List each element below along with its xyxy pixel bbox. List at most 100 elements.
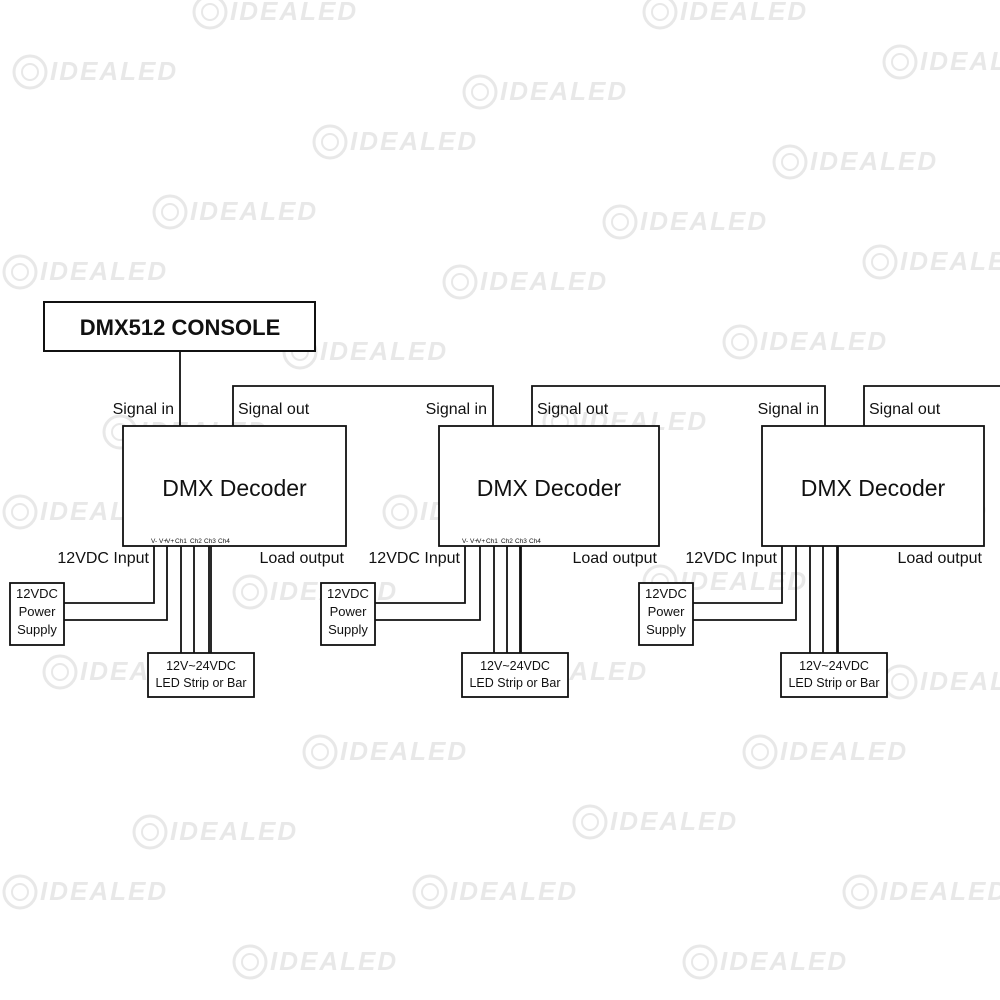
watermark-ring-icon bbox=[781, 153, 799, 171]
power-wire bbox=[375, 546, 481, 621]
watermark-logo: IDEALED bbox=[462, 74, 628, 110]
watermark-ring-icon bbox=[842, 874, 878, 910]
watermark-ring-icon bbox=[871, 253, 889, 271]
watermark-ring-icon bbox=[12, 54, 48, 90]
watermark-text: IDEALED bbox=[880, 876, 1000, 906]
watermark-text: IDEALED bbox=[500, 76, 628, 106]
watermark-ring-icon bbox=[751, 743, 769, 761]
watermark-text: IDEALED bbox=[900, 246, 1000, 276]
power-supply-box bbox=[320, 582, 376, 646]
watermark-ring-icon bbox=[42, 654, 78, 690]
console-box bbox=[43, 301, 316, 352]
watermark-text: IDEALED bbox=[350, 126, 478, 156]
watermark-text: IDEALED bbox=[480, 266, 608, 296]
daisy-chain-wire bbox=[863, 385, 1000, 426]
watermark-ring-icon bbox=[882, 44, 918, 80]
led-strip-label: 12V~24VDC bbox=[166, 659, 236, 673]
led-strip-box bbox=[461, 652, 569, 698]
watermark-ring-icon bbox=[152, 194, 188, 230]
watermark-ring-icon bbox=[241, 583, 259, 601]
watermark-ring-icon bbox=[891, 53, 909, 71]
power-supply-label: Power bbox=[648, 604, 686, 619]
watermark-ring-icon bbox=[742, 734, 778, 770]
led-strip-label: 12V~24VDC bbox=[480, 659, 550, 673]
watermark-ring-icon bbox=[2, 254, 38, 290]
watermark-ring-icon bbox=[691, 953, 709, 971]
watermark-ring-icon bbox=[772, 144, 808, 180]
watermark-text: IDEALED bbox=[50, 56, 178, 86]
power-supply-box bbox=[638, 582, 694, 646]
watermark-ring-icon bbox=[851, 883, 869, 901]
signal-in-label: Signal in bbox=[426, 401, 487, 418]
pin-label: Ch3 bbox=[515, 538, 527, 545]
watermark-logo: IDEALED bbox=[12, 54, 178, 90]
watermark-text: IDEALED bbox=[40, 256, 168, 286]
watermark-ring-icon bbox=[382, 494, 418, 530]
console-node: DMX512 CONSOLE bbox=[43, 301, 316, 352]
led-strip-label: LED Strip or Bar bbox=[469, 676, 560, 690]
watermark-ring-icon bbox=[232, 574, 268, 610]
decoder-box bbox=[438, 425, 660, 547]
watermark-text: IDEALED bbox=[40, 876, 168, 906]
watermark-logo: IDEALED bbox=[642, 0, 808, 30]
watermark-text: IDEALED bbox=[920, 666, 1000, 696]
watermark-ring-icon bbox=[602, 204, 638, 240]
wiring-layer bbox=[64, 351, 1000, 653]
power-supply-label: Supply bbox=[328, 622, 368, 637]
decoder-title: DMX Decoder bbox=[477, 475, 622, 501]
watermark-logo: IDEALED bbox=[412, 874, 576, 910]
watermark-ring-icon bbox=[192, 0, 228, 30]
watermark-text: IDEALED bbox=[640, 206, 768, 236]
watermark-logo: IDEALED bbox=[2, 874, 168, 910]
watermark-ring-icon bbox=[141, 823, 159, 841]
watermark-ring-icon bbox=[321, 133, 339, 151]
watermark-ring-icon bbox=[132, 814, 168, 850]
watermark-logo: IDEALED bbox=[2, 254, 168, 290]
power-supply-label: Supply bbox=[646, 622, 686, 637]
watermark-ring-icon bbox=[642, 0, 678, 30]
watermark-ring-icon bbox=[2, 494, 38, 530]
pin-label: V- bbox=[462, 538, 468, 545]
pin-label: Ch2 bbox=[501, 538, 513, 545]
watermark-ring-icon bbox=[161, 203, 179, 221]
watermark-logo: IDEALED bbox=[842, 874, 1000, 910]
watermark-text: IDEALED bbox=[720, 946, 848, 976]
decoder-title: DMX Decoder bbox=[801, 475, 946, 501]
pin-label: Ch1 bbox=[486, 538, 498, 545]
watermark-ring-icon bbox=[581, 813, 599, 831]
watermark-text: IDEALED bbox=[680, 0, 808, 26]
watermark-ring-icon bbox=[412, 874, 448, 910]
watermark-text: IDEALED bbox=[270, 946, 398, 976]
watermark-ring-icon bbox=[21, 63, 39, 81]
watermark-ring-icon bbox=[391, 503, 409, 521]
watermark-ring-icon bbox=[421, 883, 439, 901]
power-supply-box bbox=[9, 582, 65, 646]
led-strip-label: 12V~24VDC bbox=[799, 659, 869, 673]
power-wire bbox=[375, 546, 466, 604]
watermark-logo: IDEALED bbox=[312, 124, 478, 160]
watermark-text: IDEALED bbox=[610, 806, 738, 836]
watermark-ring-icon bbox=[882, 664, 918, 700]
led-strip-box bbox=[147, 652, 255, 698]
signal-out-label: Signal out bbox=[537, 401, 609, 418]
signal-in-label: Signal in bbox=[113, 401, 174, 418]
power-supply-label: 12VDC bbox=[645, 586, 687, 601]
watermark-ring-icon bbox=[302, 734, 338, 770]
watermark-text: IDEALED bbox=[190, 196, 318, 226]
load-output-label: Load output bbox=[572, 550, 657, 567]
watermark-ring-icon bbox=[462, 74, 498, 110]
pin-label: V+ bbox=[477, 538, 485, 545]
power-wire bbox=[64, 546, 168, 621]
pin-label: Ch3 bbox=[204, 538, 216, 545]
signal-out-label: Signal out bbox=[869, 401, 941, 418]
load-output-label: Load output bbox=[259, 550, 344, 567]
watermark-logo: IDEALED bbox=[572, 804, 738, 840]
led-strip-label: LED Strip or Bar bbox=[788, 676, 879, 690]
load-output-label: Load output bbox=[897, 550, 982, 567]
watermark-text: IDEALED bbox=[810, 146, 938, 176]
watermark-ring-icon bbox=[232, 944, 268, 980]
watermark-ring-icon bbox=[2, 874, 38, 910]
